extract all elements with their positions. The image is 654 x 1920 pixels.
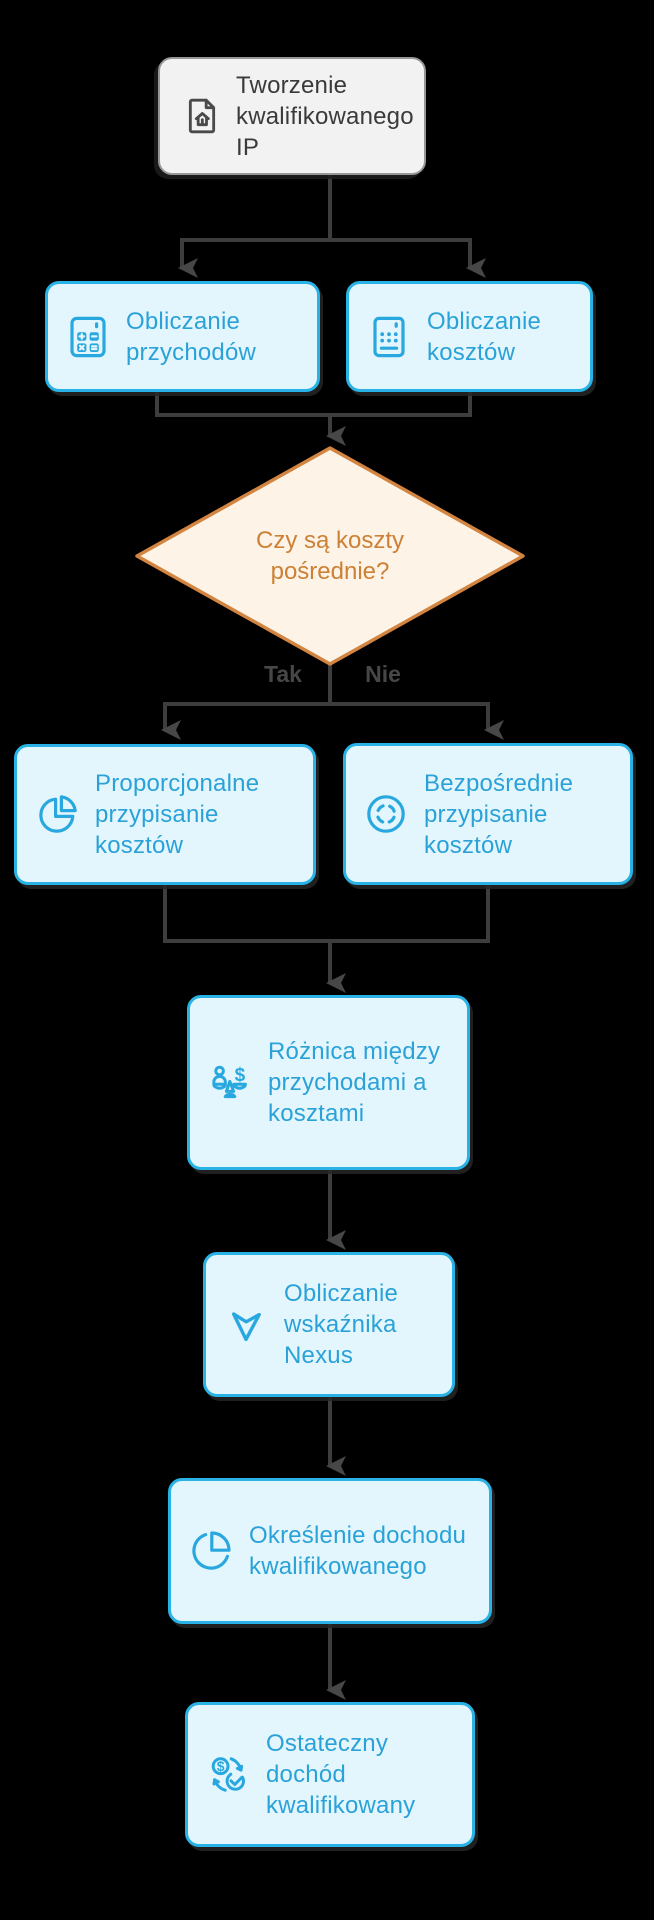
node-qualified-label: Określenie dochodu kwalifikowanego	[249, 1522, 467, 1580]
node-nexus: Obliczanie wskaźnika Nexus	[203, 1252, 455, 1397]
node-costs-label: Obliczanie kosztów	[427, 307, 542, 366]
node-revenue-label: Obliczanie przychodów	[126, 307, 257, 366]
pie-chart-icon	[187, 1527, 235, 1575]
node-final-label: Ostateczny dochód kwalifikowany	[266, 1730, 416, 1819]
svg-text:$: $	[235, 1065, 246, 1086]
decision-diamond-shape	[135, 446, 525, 666]
node-final: $ Ostateczny dochód kwalifikowany	[185, 1702, 475, 1847]
node-direct: Bezpośrednie przypisanie kosztów	[343, 743, 633, 885]
edge-label-no: Nie	[365, 661, 401, 687]
calculator-icon	[365, 313, 413, 361]
balance-scale-icon: $	[206, 1059, 254, 1107]
node-proportional: Proporcjonalne przypisanie kosztów	[14, 744, 316, 885]
node-costs: Obliczanie kosztów	[346, 281, 593, 392]
document-home-icon	[182, 96, 222, 136]
node-difference: $ Różnica między przychodami a kosztami	[187, 995, 470, 1170]
pie-chart-slice-icon	[33, 791, 81, 839]
node-start-label: Tworzenie kwalifikowanego IP	[236, 71, 414, 161]
calculator-math-icon	[64, 313, 112, 361]
edge-label-yes: Tak	[264, 661, 302, 687]
node-direct-label: Bezpośrednie przypisanie kosztów	[424, 769, 574, 859]
node-revenue: Obliczanie przychodów	[45, 281, 320, 392]
money-check-icon: $	[204, 1751, 252, 1799]
chevron-down-icon	[222, 1301, 270, 1349]
node-decision-label: Czy są koszty pośrednie?	[255, 527, 405, 585]
node-decision: Czy są koszty pośrednie?	[133, 444, 527, 668]
node-proportional-label: Proporcjonalne przypisanie kosztów	[95, 770, 260, 859]
node-start: Tworzenie kwalifikowanego IP	[158, 57, 426, 175]
svg-text:$: $	[217, 1758, 225, 1774]
node-qualified: Określenie dochodu kwalifikowanego	[168, 1478, 492, 1624]
target-circle-icon	[362, 790, 410, 838]
node-nexus-label: Obliczanie wskaźnika Nexus	[284, 1280, 399, 1369]
node-difference-label: Różnica między przychodami a kosztami	[268, 1038, 441, 1127]
